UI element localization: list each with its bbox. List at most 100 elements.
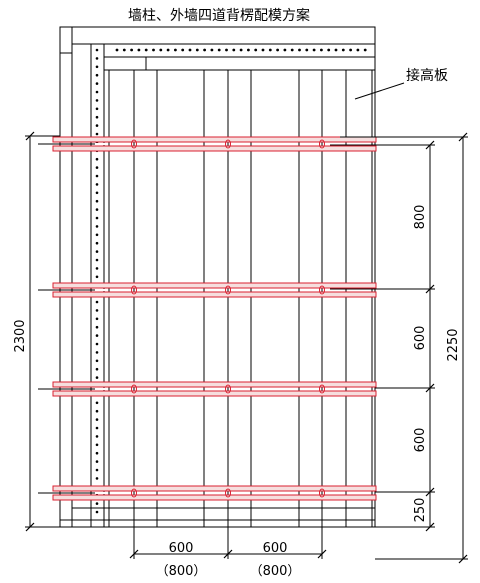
hole-strip <box>95 367 99 371</box>
waler-clamp <box>131 384 137 394</box>
hole-strip <box>95 233 99 237</box>
waler-bar-lower <box>52 390 377 397</box>
dim-right-tick <box>425 487 435 497</box>
hole-top <box>261 48 265 52</box>
hole-top <box>239 48 243 52</box>
waler-clamp <box>319 488 325 498</box>
dim-left-tick-top <box>25 131 35 141</box>
hole-strip <box>95 418 99 421</box>
hole-strip <box>95 48 99 52</box>
hole-top <box>305 48 309 52</box>
hole-strip <box>95 250 99 253</box>
panel-outline <box>59 26 376 528</box>
hole-top <box>334 48 338 52</box>
hole-top <box>283 48 287 52</box>
hole-strip <box>95 115 99 119</box>
dim-total-tick <box>458 554 468 564</box>
hole-strip <box>95 132 99 136</box>
waler-clamp <box>225 384 231 394</box>
hole-top <box>203 48 207 52</box>
hole-top <box>247 48 250 52</box>
hole-top <box>320 48 323 52</box>
dim-bottom-tick-2 <box>223 549 233 559</box>
hole-strip <box>95 82 99 85</box>
hole-top <box>137 48 141 52</box>
hole-strip <box>95 183 99 186</box>
hole-strip <box>95 325 99 329</box>
hole-top <box>181 48 185 52</box>
waler-clamp <box>225 285 231 295</box>
hole-strip <box>95 342 99 346</box>
hole-strip <box>95 409 99 413</box>
hole-strip <box>95 401 99 405</box>
hole-top <box>298 48 301 52</box>
hole-strip <box>95 157 99 161</box>
dim-right-tick <box>425 383 435 393</box>
hole-top <box>144 48 148 52</box>
hole-strip <box>95 99 99 102</box>
dim-right-2: 600 <box>413 326 428 351</box>
hole-strip <box>95 510 99 514</box>
waler-bar-upper <box>52 282 377 289</box>
callout-leader <box>354 82 405 100</box>
hole-top <box>225 48 228 52</box>
dim-right-3: 600 <box>413 428 428 453</box>
hole-strip <box>95 267 99 270</box>
hole-strip <box>95 309 99 312</box>
hole-strip <box>95 426 99 430</box>
hole-strip <box>95 199 99 203</box>
bolt-holes <box>95 48 367 514</box>
hole-strip <box>95 107 99 111</box>
hole-strip <box>95 359 99 363</box>
dim-bottom-tick-1 <box>129 549 139 559</box>
hole-top <box>210 48 214 52</box>
hole-strip <box>95 73 99 77</box>
waler-bar-upper <box>52 485 377 492</box>
hole-strip <box>95 300 99 304</box>
hole-strip <box>95 216 99 220</box>
hole-strip <box>95 174 99 178</box>
dim-bottom-tick-3 <box>317 549 327 559</box>
hole-top <box>174 48 177 52</box>
waler-clamp <box>319 384 325 394</box>
dimension-bottom <box>129 527 327 559</box>
hole-top <box>130 48 134 52</box>
dimension-right-ticks <box>425 132 468 564</box>
hole-top <box>268 48 272 52</box>
hole-top <box>232 48 236 52</box>
hole-strip <box>95 241 99 245</box>
hole-top <box>312 48 316 52</box>
waler-clamp <box>319 285 325 295</box>
hole-strip <box>95 191 99 195</box>
waler-clamp <box>225 139 231 149</box>
hole-strip <box>95 443 99 447</box>
dim-total-left: 2300 <box>13 319 28 352</box>
hole-strip <box>95 208 99 211</box>
waler-clamp <box>319 139 325 149</box>
hole-strip <box>95 451 99 455</box>
hole-strip <box>95 124 99 127</box>
hole-top <box>254 48 258 52</box>
hole-strip <box>95 468 99 472</box>
hole-top <box>217 48 221 52</box>
hole-top <box>115 48 119 52</box>
hole-top <box>349 48 352 52</box>
hole-strip <box>95 317 99 321</box>
waler-clamp <box>131 285 137 295</box>
hole-top <box>341 48 345 52</box>
hole-top <box>159 48 163 52</box>
waler-clamp <box>131 139 137 149</box>
hole-top <box>327 48 331 52</box>
hole-top <box>152 48 155 52</box>
hole-strip <box>95 57 99 60</box>
dim-bottom-alt-1: （800） <box>156 564 207 579</box>
hole-strip <box>95 334 99 337</box>
callout-raise-board: 接高板 <box>406 67 448 84</box>
waler-clamp <box>225 488 231 498</box>
dim-right-tick <box>425 140 435 150</box>
waler-bar-upper <box>52 136 377 143</box>
hole-strip <box>95 166 99 169</box>
hole-strip <box>95 477 99 480</box>
dim-bottom-1: 600 <box>169 541 194 556</box>
